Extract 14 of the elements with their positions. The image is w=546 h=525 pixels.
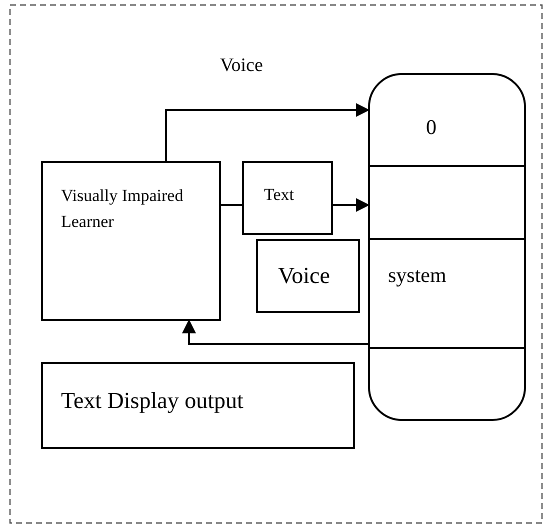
arrow — [333, 198, 370, 212]
node-label: 0 — [426, 115, 436, 140]
node-label: Text — [264, 185, 294, 205]
arrow — [182, 319, 368, 345]
node-label: system — [388, 263, 446, 288]
node-label: Voice — [278, 263, 330, 289]
entity-box — [41, 362, 355, 449]
rounded-process-box — [368, 73, 526, 421]
node-label: Text Display output — [61, 388, 244, 414]
entity-box — [242, 161, 333, 235]
entity-box — [41, 161, 221, 321]
entity-box — [256, 239, 360, 313]
arrow — [165, 103, 370, 161]
node-label: Visually Impaired Learner — [61, 185, 184, 234]
